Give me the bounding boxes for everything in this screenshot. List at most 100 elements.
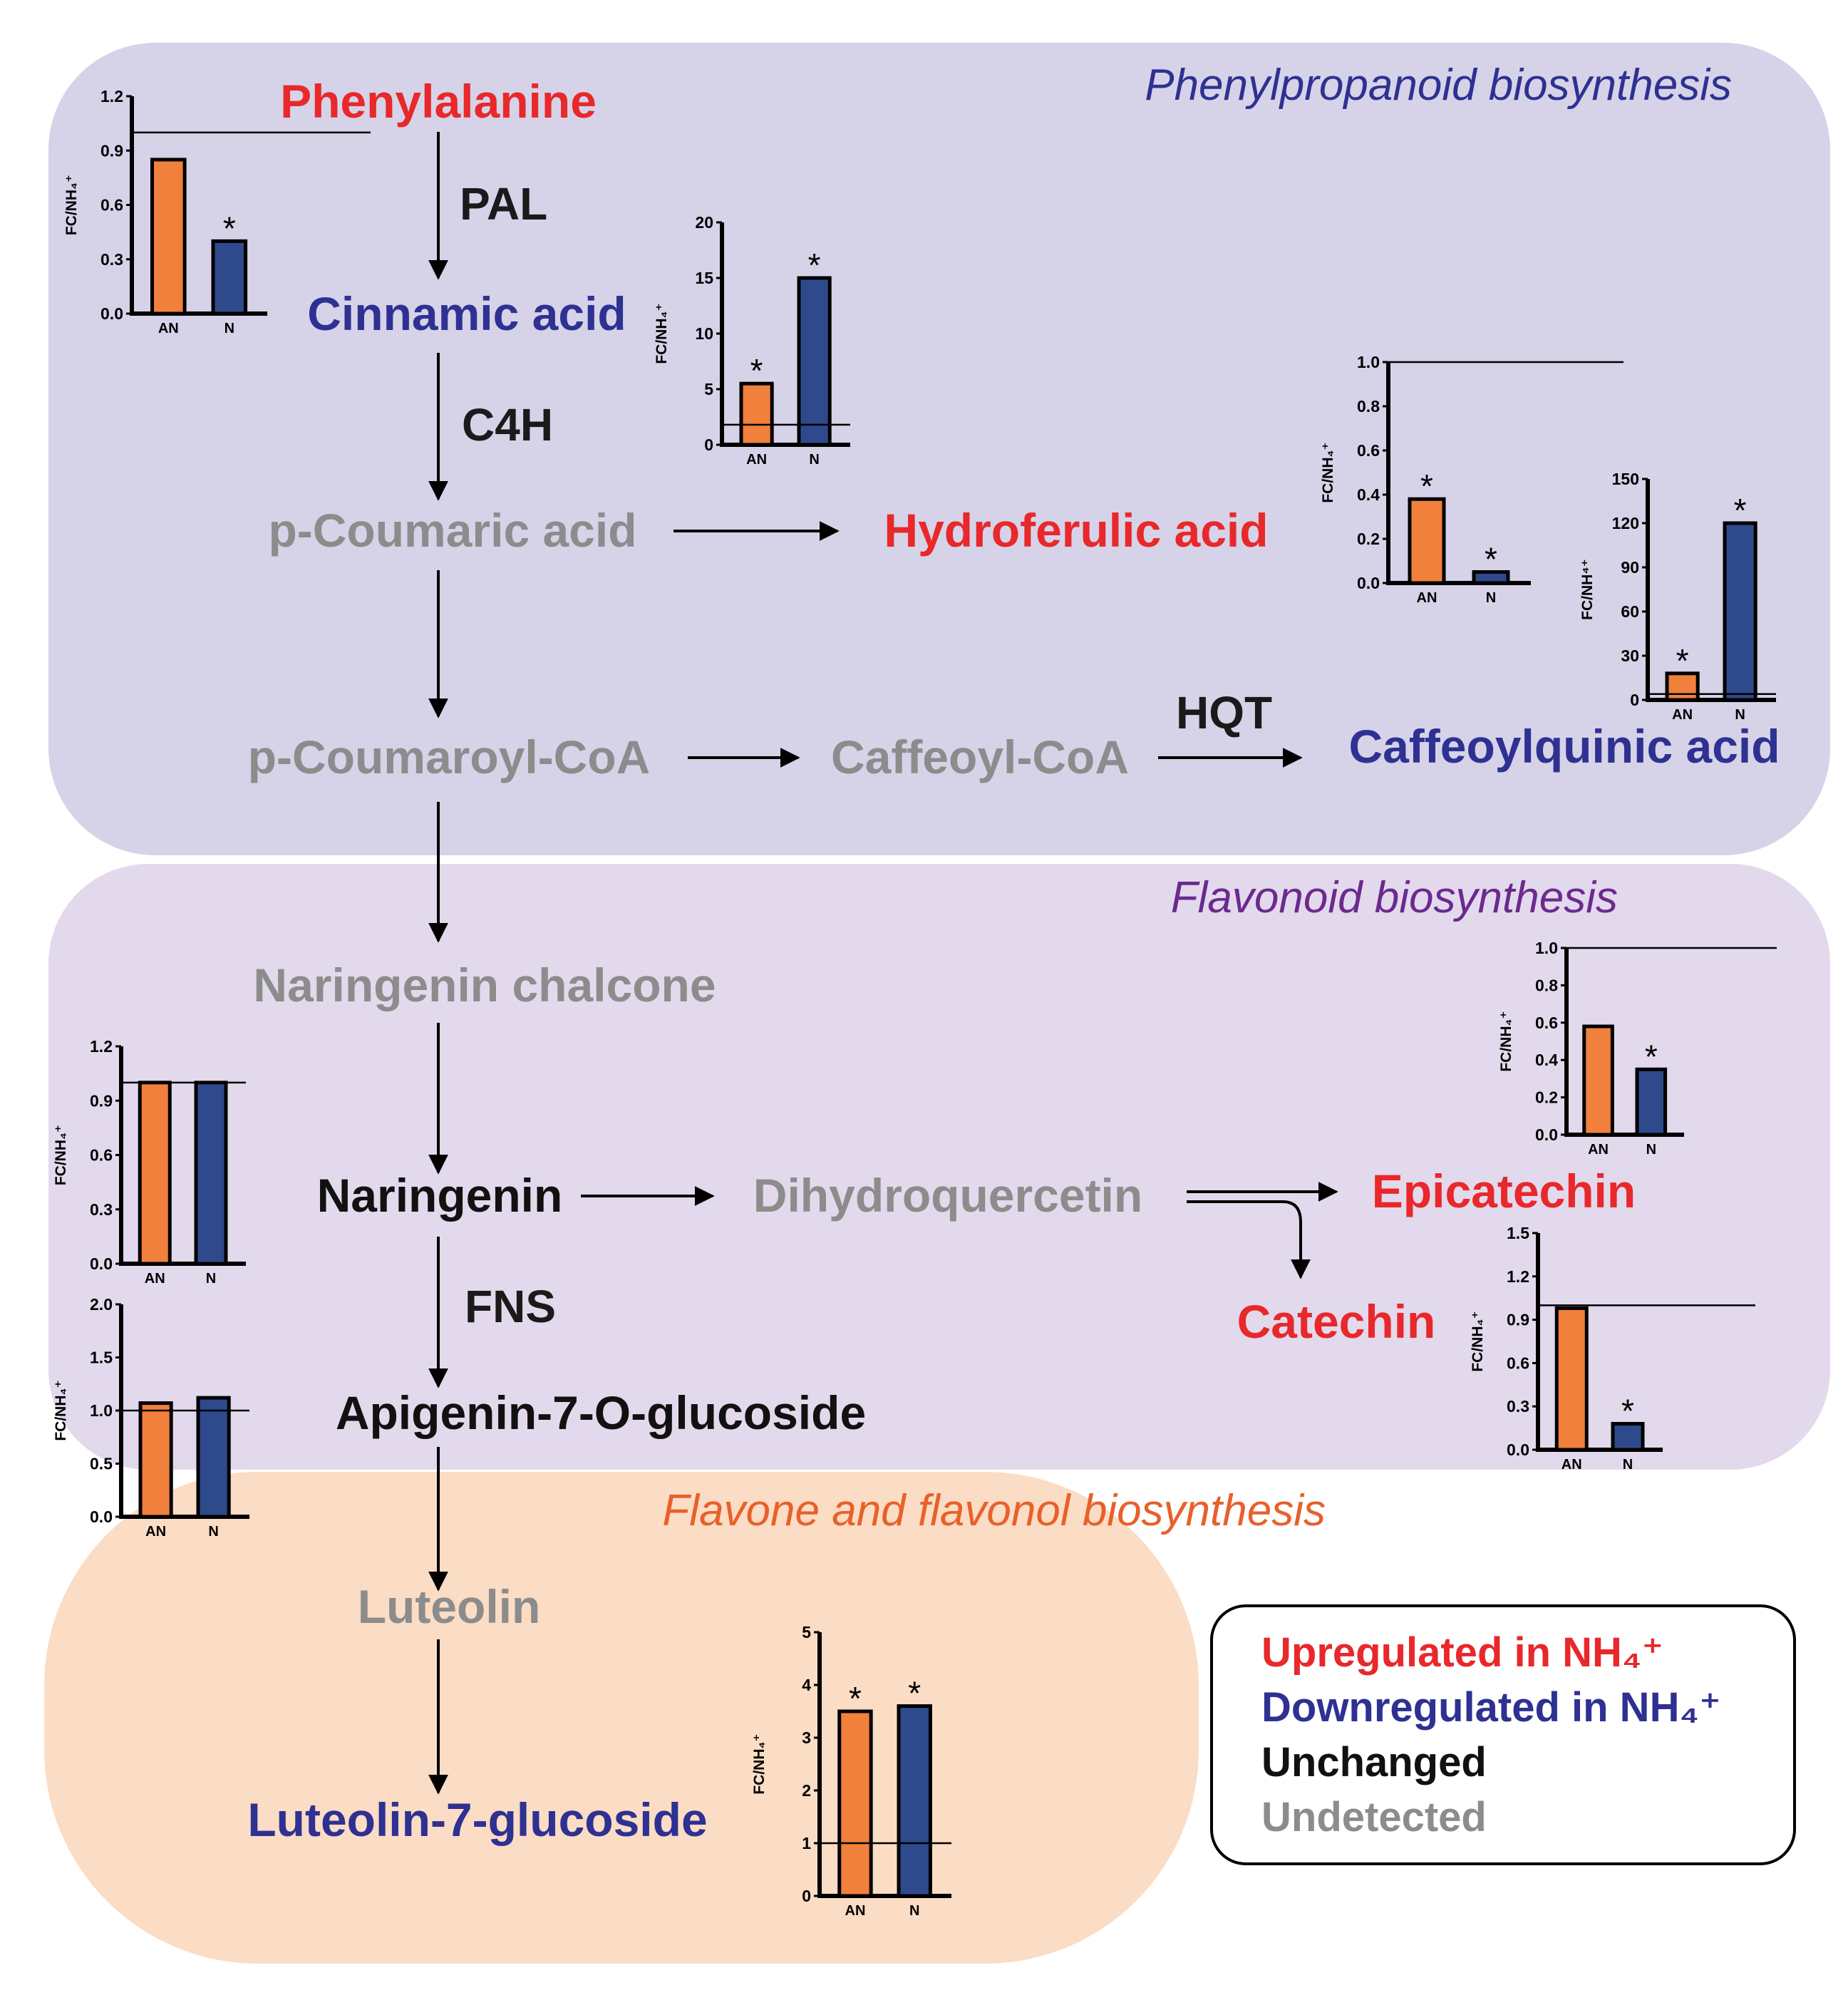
y-tick-label: 30 [1621, 646, 1639, 665]
y-tick-label: 0 [802, 1887, 811, 1905]
y-axis-label: FC/NH₄⁺ [751, 1733, 768, 1794]
node-luteolin: Luteolin [358, 1580, 541, 1633]
enzyme-c4h: C4H [462, 399, 553, 450]
significance-star: * [1420, 468, 1433, 505]
x-tick-label: AN [1561, 1457, 1582, 1473]
node-catechin: Catechin [1237, 1295, 1436, 1348]
x-tick-label: N [206, 1271, 216, 1287]
node-epicatechin: Epicatechin [1372, 1165, 1636, 1217]
bar-N [196, 1396, 231, 1519]
metabolite-labels: Phenylalanine Cinnamic acid p-Coumaric a… [247, 75, 1780, 1846]
enzyme-fns: FNS [465, 1281, 556, 1332]
flavonoid-section [48, 864, 1830, 1470]
pathway-arrows [428, 132, 1338, 1795]
section-title-flavone-flavonol: Flavone and flavonol biosynthesis [662, 1486, 1326, 1535]
y-tick-label: 2.0 [90, 1295, 113, 1314]
node-luteolin-7-glucoside: Luteolin-7-glucoside [247, 1793, 707, 1846]
y-tick-label: 15 [695, 269, 713, 287]
node-caffeoyl-coa: Caffeoyl-CoA [831, 731, 1129, 783]
arrow-dihydroquercetin-catechin [1187, 1200, 1311, 1279]
y-tick-label: 4 [802, 1676, 811, 1694]
y-axis-label: FC/NH₄⁺ [53, 1380, 69, 1440]
bar-AN [1408, 497, 1446, 585]
y-axis-label: FC/NH₄⁺ [1498, 1011, 1514, 1071]
y-tick-label: 0.0 [100, 304, 123, 323]
x-tick-label: AN [145, 1271, 165, 1287]
y-tick-label: 0.3 [90, 1200, 113, 1219]
y-tick-label: 120 [1612, 514, 1639, 532]
x-tick-label: AN [1672, 707, 1693, 723]
y-axis-label: FC/NH₄⁺ [63, 175, 80, 235]
significance-star: * [223, 210, 236, 247]
bar-N [797, 276, 832, 447]
y-tick-label: 0.0 [1535, 1125, 1558, 1144]
y-tick-label: 0.4 [1535, 1051, 1558, 1069]
x-tick-label: AN [1417, 590, 1437, 606]
y-tick-label: 0.0 [90, 1507, 113, 1526]
y-tick-label: 0 [704, 435, 713, 454]
y-tick-label: 1.0 [1535, 939, 1558, 957]
y-tick-label: 1.0 [1357, 353, 1380, 371]
x-tick-label: N [1486, 590, 1496, 606]
node-naringenin: Naringenin [317, 1169, 563, 1222]
y-tick-label: 1 [802, 1834, 811, 1852]
x-tick-label: AN [145, 1524, 166, 1540]
enzyme-pal: PAL [460, 178, 547, 230]
section-title-phenylpropanoid: Phenylpropanoid biosynthesis [1145, 61, 1732, 110]
y-tick-label: 0.4 [1357, 485, 1380, 504]
y-tick-label: 0.9 [90, 1091, 113, 1110]
x-tick-label: N [909, 1903, 919, 1919]
node-caffeoylquinic-acid: Caffeoylquinic acid [1348, 720, 1780, 773]
y-tick-label: 0.5 [90, 1455, 113, 1473]
bar-AN [150, 158, 187, 316]
y-axis-label: FC/NH₄⁺ [1320, 442, 1336, 502]
y-tick-label: 0.3 [100, 250, 123, 269]
y-tick-label: 0.3 [1507, 1397, 1529, 1416]
y-tick-label: 0.0 [1507, 1440, 1529, 1459]
node-naringenin-chalcone: Naringenin chalcone [253, 959, 716, 1011]
bar-N [1723, 521, 1757, 702]
significance-star: * [1621, 1393, 1634, 1430]
node-hydroferulic-acid: Hydroferulic acid [884, 504, 1268, 557]
y-tick-label: 60 [1621, 602, 1639, 621]
legend-downregulated: Downregulated in NH₄⁺ [1261, 1684, 1721, 1731]
bar-AN [138, 1081, 172, 1266]
bar-N [211, 239, 248, 316]
x-tick-label: N [1646, 1142, 1656, 1158]
node-phenylalanine: Phenylalanine [280, 75, 597, 128]
y-tick-label: 0.6 [1535, 1014, 1558, 1032]
bar-N [1611, 1422, 1645, 1452]
y-tick-label: 0 [1630, 691, 1639, 709]
y-tick-label: 1.0 [90, 1401, 113, 1420]
y-tick-label: 1.5 [1507, 1224, 1529, 1242]
y-tick-label: 90 [1621, 558, 1639, 577]
y-tick-label: 1.2 [90, 1037, 113, 1056]
y-tick-label: 0.2 [1535, 1088, 1558, 1107]
legend-undetected: Undetected [1261, 1794, 1487, 1840]
y-tick-label: 1.2 [100, 87, 123, 105]
y-tick-label: 5 [704, 380, 713, 398]
node-p-coumaroyl-coa: p-Coumaroyl-CoA [248, 731, 651, 783]
bar-AN [138, 1401, 173, 1519]
y-axis-label: FC/NH₄⁺ [1470, 1311, 1486, 1371]
bar-N [1472, 570, 1510, 585]
y-tick-label: 0.6 [1357, 441, 1380, 460]
bar-N [1635, 1067, 1668, 1137]
bar-AN [837, 1709, 873, 1898]
significance-star: * [1676, 642, 1689, 679]
x-tick-label: AN [746, 452, 767, 468]
y-tick-label: 0.2 [1357, 530, 1380, 548]
node-cinnamic-acid: Cinnamic acid [307, 287, 626, 340]
legend-box [1210, 1604, 1796, 1865]
y-tick-label: 0.0 [90, 1254, 113, 1273]
bar-AN [1554, 1306, 1589, 1452]
x-tick-label: AN [158, 321, 179, 336]
y-tick-label: 0.6 [90, 1146, 113, 1165]
